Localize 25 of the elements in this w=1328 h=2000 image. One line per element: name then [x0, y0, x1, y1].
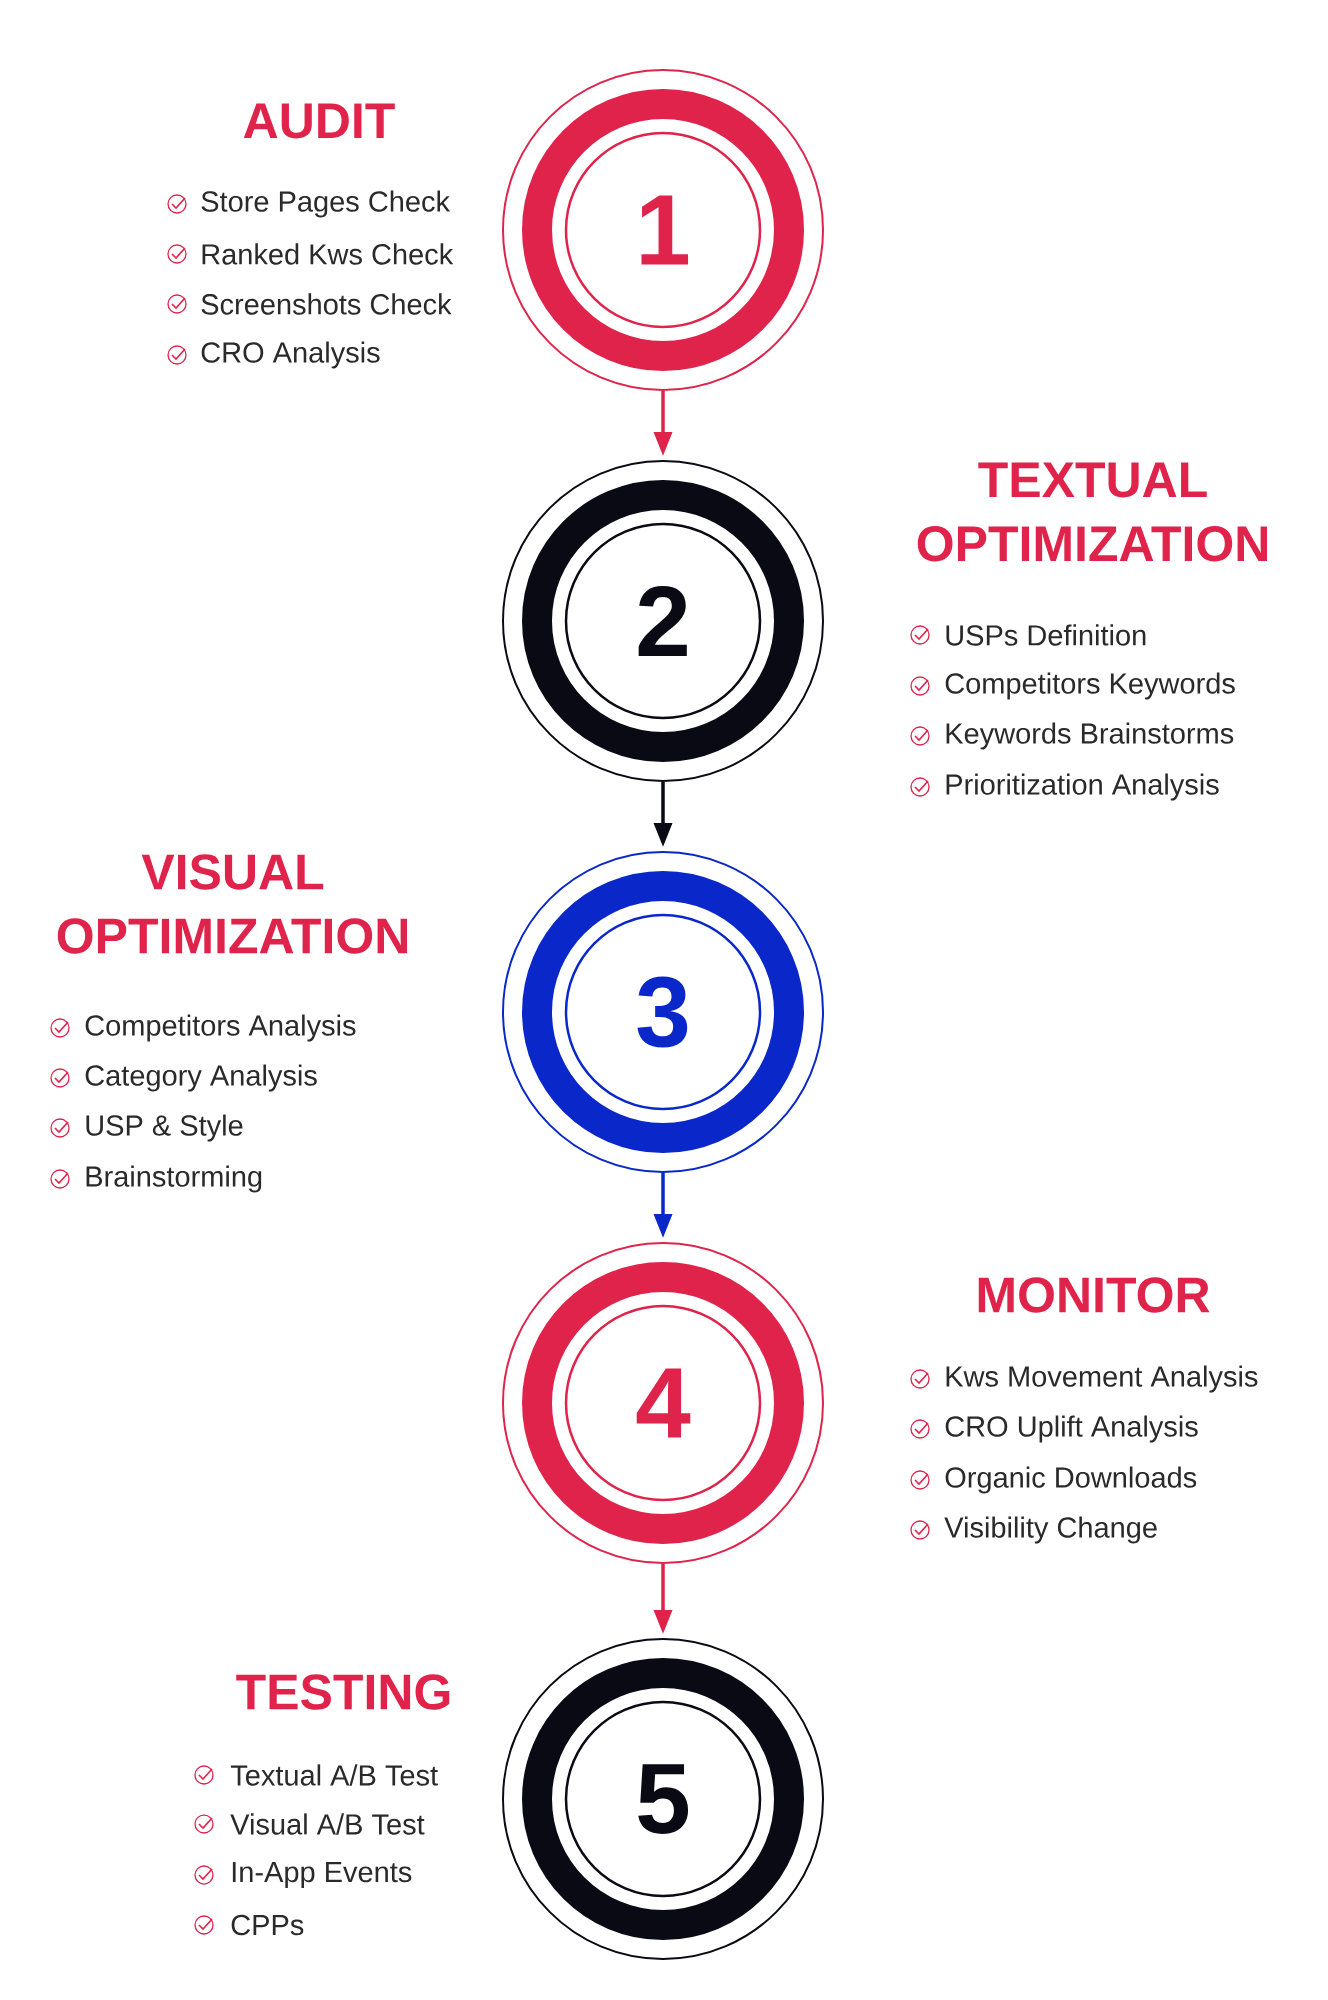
- checklist-item: Visual A/B Test: [230, 1813, 425, 1835]
- checklist-item: USPs Definition: [946, 624, 1146, 646]
- checklist-item: Category Analysis: [85, 1064, 317, 1092]
- checklist-item: Prioritization Analysis: [946, 773, 1219, 801]
- checklist-item: Screenshots Check: [201, 293, 452, 315]
- checklist-item: Competitors Keywords: [945, 672, 1235, 700]
- step-heading: MONITOR: [978, 1277, 1210, 1313]
- step-heading: TEXTUAL OPTIMIZATION: [917, 462, 1267, 562]
- checklist-item: Kws Movement Analysis: [946, 1365, 1258, 1393]
- checklist-item: Organic Downloads: [945, 1466, 1197, 1494]
- checklist-item: CPPs: [231, 1914, 304, 1936]
- checklist-item: Visibility Change: [944, 1516, 1157, 1544]
- checklist-item: Store Pages Check: [201, 190, 451, 218]
- step-heading: TESTING: [236, 1674, 450, 1710]
- checklist-item: Keywords Brainstorms: [946, 722, 1234, 750]
- checklist-item: Competitors Analysis: [85, 1014, 356, 1042]
- checklist-item: Ranked Kws Check: [202, 243, 454, 265]
- checklist-item: Brainstorming: [86, 1165, 262, 1193]
- step-heading: VISUAL OPTIMIZATION: [57, 854, 407, 954]
- step-heading: AUDIT: [243, 103, 395, 139]
- checklist-item: In-App Events: [232, 1862, 412, 1888]
- checklist-item: USP & Style: [86, 1114, 243, 1142]
- checklist-item: Textual A/B Test: [230, 1764, 438, 1786]
- checklist-item: CRO Analysis: [201, 341, 380, 369]
- checklist-item: CRO Uplift Analysis: [945, 1415, 1198, 1443]
